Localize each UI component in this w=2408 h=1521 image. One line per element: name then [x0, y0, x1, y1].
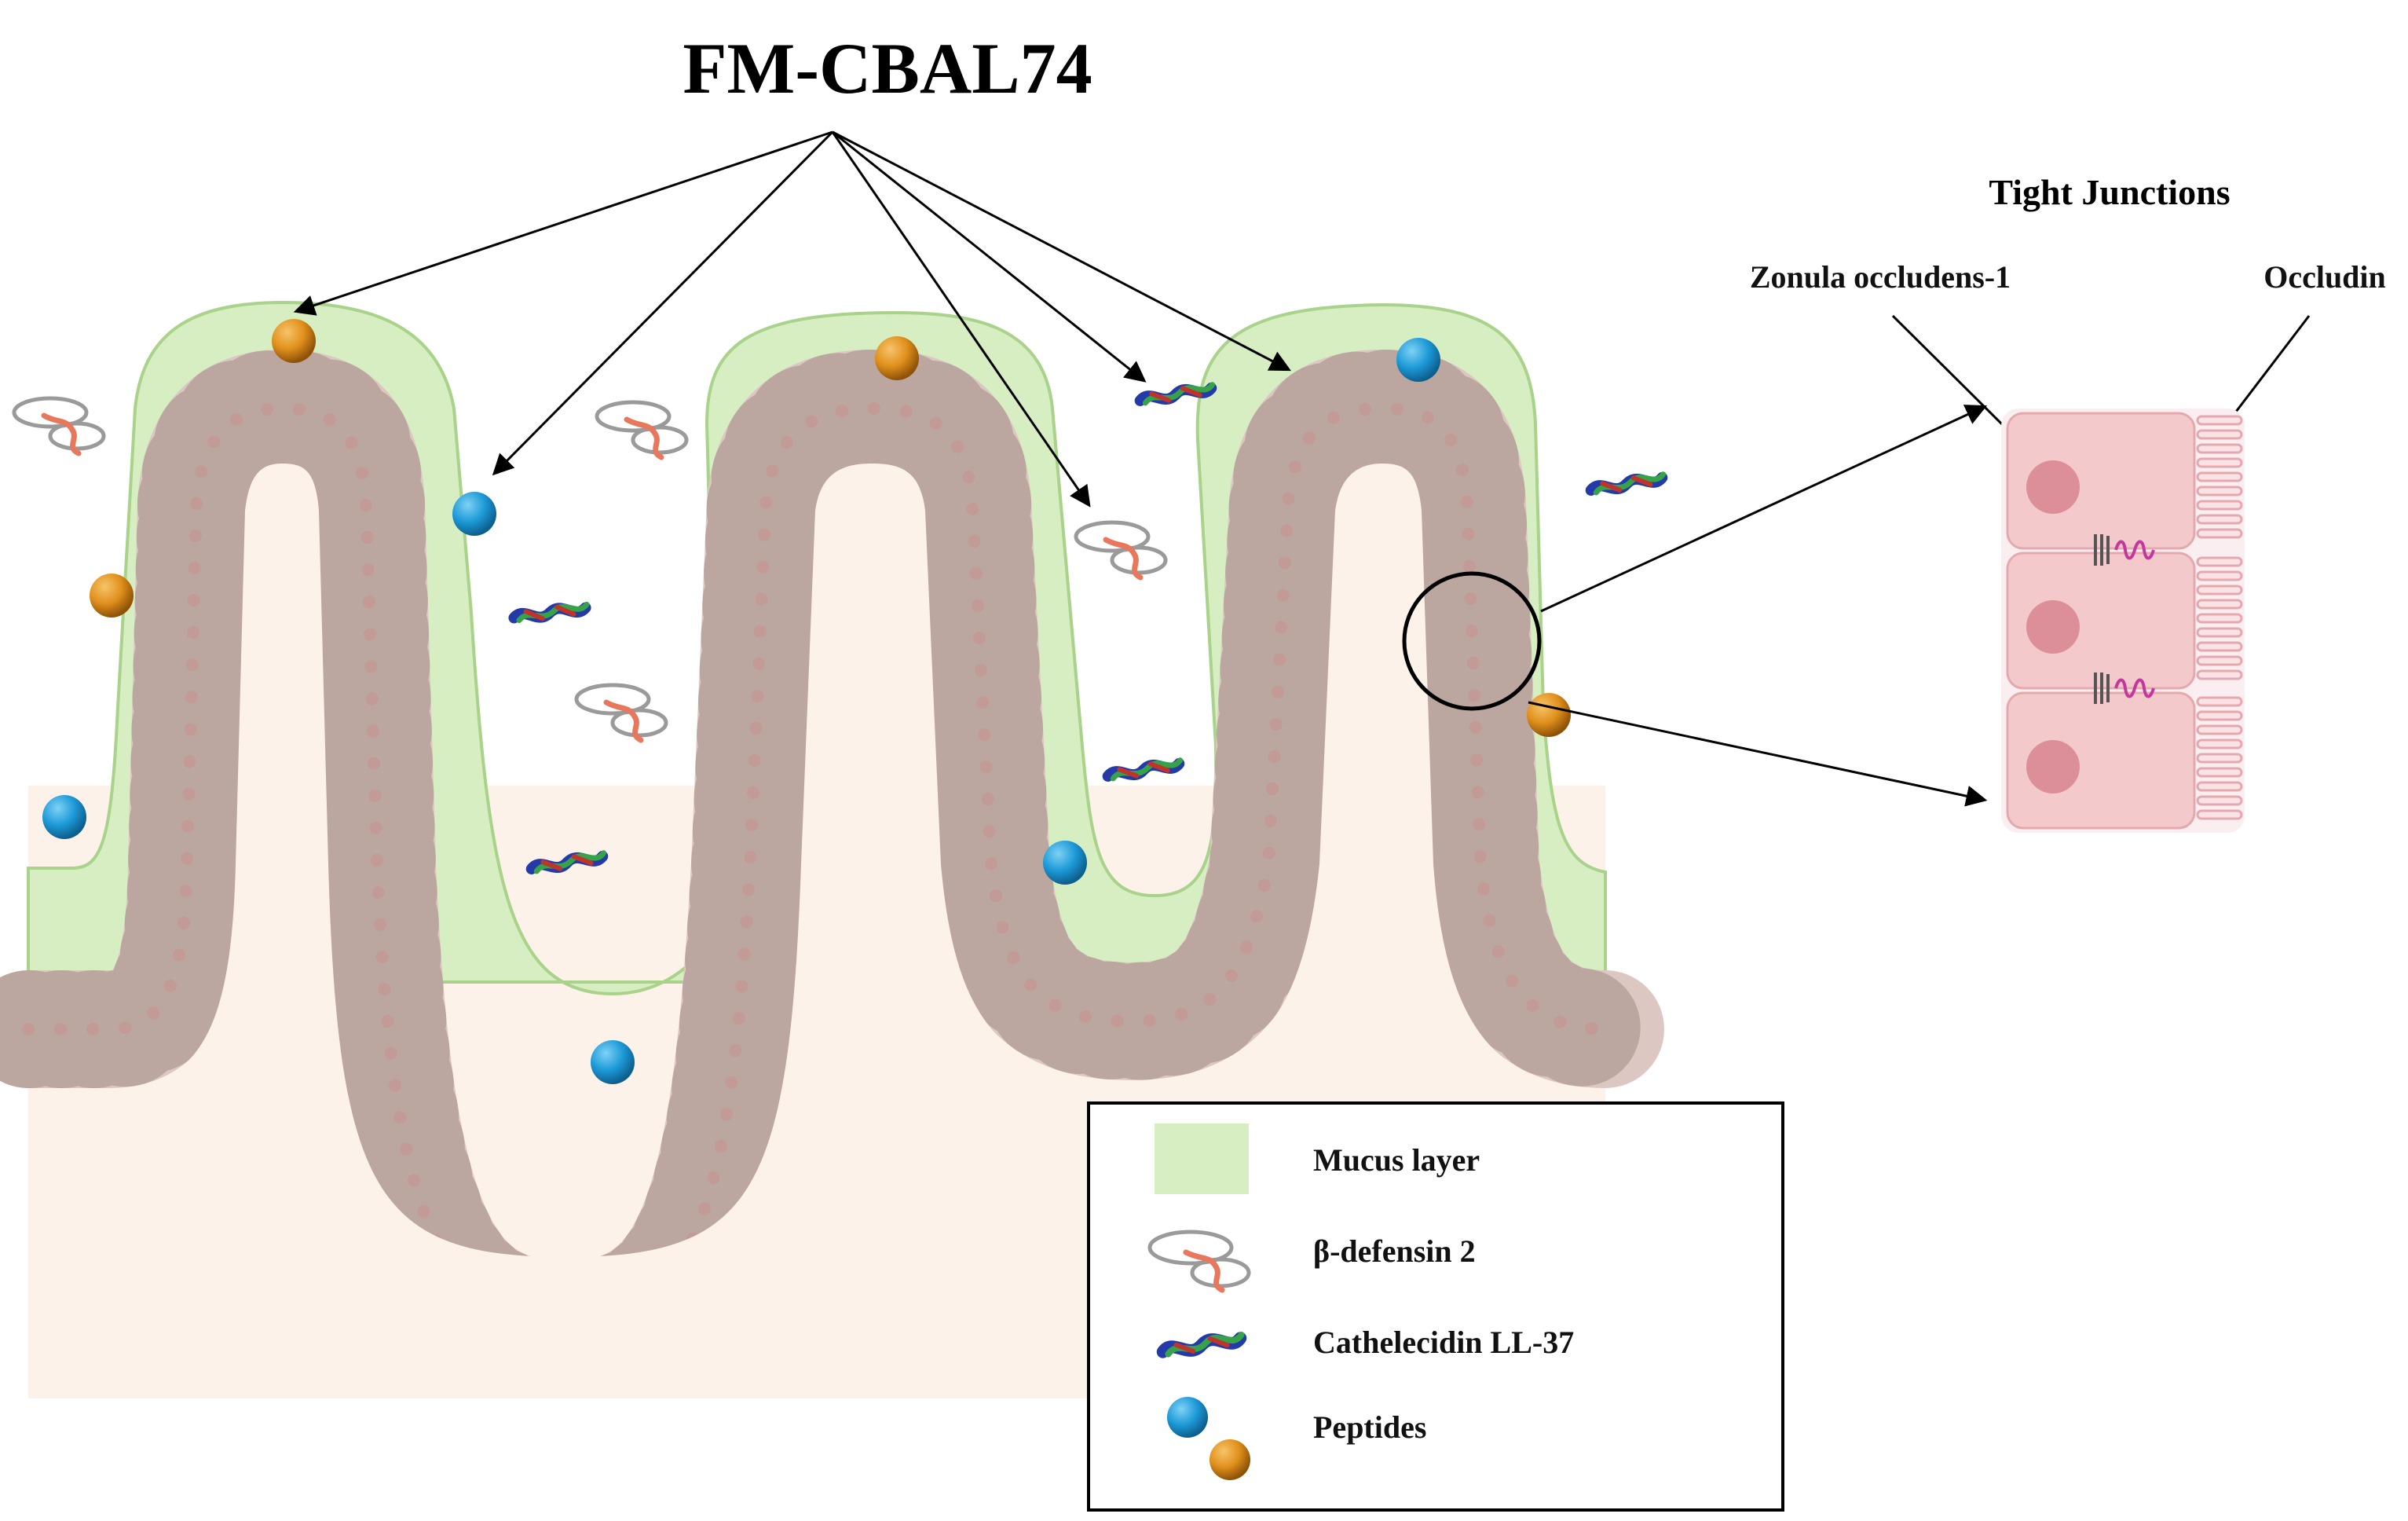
arrow [1540, 405, 1988, 613]
tight-junction-proteins [2094, 534, 2155, 704]
cell-nucleus [2026, 600, 2080, 654]
arrow [492, 130, 834, 476]
legend-icon-peptide-orange [1209, 1439, 1250, 1480]
peptide-orange [272, 319, 316, 363]
peptide-blue [591, 1040, 635, 1084]
legend-icon-peptide-blue [1167, 1397, 1208, 1438]
legend-label-cathelicidin: Cathelecidin LL-37 [1313, 1325, 1574, 1360]
arrow [832, 130, 1291, 372]
peptide-blue [452, 492, 496, 536]
title-arrows [293, 130, 1291, 508]
villus-core [28, 464, 565, 1398]
occludin-label: Occludin [2263, 259, 2386, 295]
arrow [1528, 701, 1988, 807]
legend: Mucus layer β-defensin 2 Cathelecidin LL… [1087, 1101, 1784, 1512]
zonula-occludens-1-protein [2094, 534, 2110, 704]
arrow [293, 130, 833, 316]
arrow [832, 130, 1147, 383]
occludin-protein [2114, 540, 2155, 698]
peptide-blue [42, 795, 86, 839]
cathelicidin-ll37-icon [508, 601, 591, 624]
cathelicidin-molecules [508, 382, 1668, 874]
tight-junctions-heading: Tight Junctions [1989, 172, 2230, 212]
arrow [831, 131, 1091, 508]
legend-label-mucus: Mucus layer [1313, 1142, 1480, 1178]
diagram-title: FM-CBAL74 [683, 28, 1092, 108]
beta-defensin-2-icon [595, 400, 689, 460]
microvilli [2196, 415, 2243, 820]
peptide-orange [875, 336, 919, 380]
zoom-arrows [1528, 405, 1988, 807]
cell-nucleus [2026, 740, 2080, 793]
beta-defensin-2-icon [12, 396, 106, 456]
peptide-blue [1396, 338, 1440, 382]
zoom-circle [1402, 571, 1542, 711]
cathelicidin-ll37-icon [525, 850, 609, 874]
epithelial-cells-inset [2001, 409, 2245, 833]
cathelicidin-ll37-icon [1585, 471, 1668, 496]
legend-label-peptides: Peptides [1313, 1409, 1426, 1445]
beta-defensin-molecules [12, 396, 1168, 743]
legend-swatch-mucus [1155, 1123, 1249, 1194]
legend-icon-cathelicidin [1156, 1332, 1247, 1358]
legend-label-defensin: β-defensin 2 [1313, 1233, 1476, 1269]
peptide-orange [1527, 693, 1571, 737]
beta-defensin-2-icon [574, 683, 668, 743]
beta-defensin-2-icon [1074, 520, 1168, 581]
zonula-occludens-label: Zonula occludens-1 [1750, 259, 2011, 295]
peptides [42, 319, 1571, 1084]
cathelicidin-ll37-icon [1102, 757, 1185, 782]
peptide-orange [90, 574, 134, 618]
cathelicidin-ll37-icon [1134, 382, 1217, 406]
cell-nucleus [2026, 460, 2080, 514]
peptide-blue [1043, 841, 1087, 885]
legend-icon-defensin [1147, 1230, 1251, 1293]
epithelium [0, 350, 1664, 1379]
